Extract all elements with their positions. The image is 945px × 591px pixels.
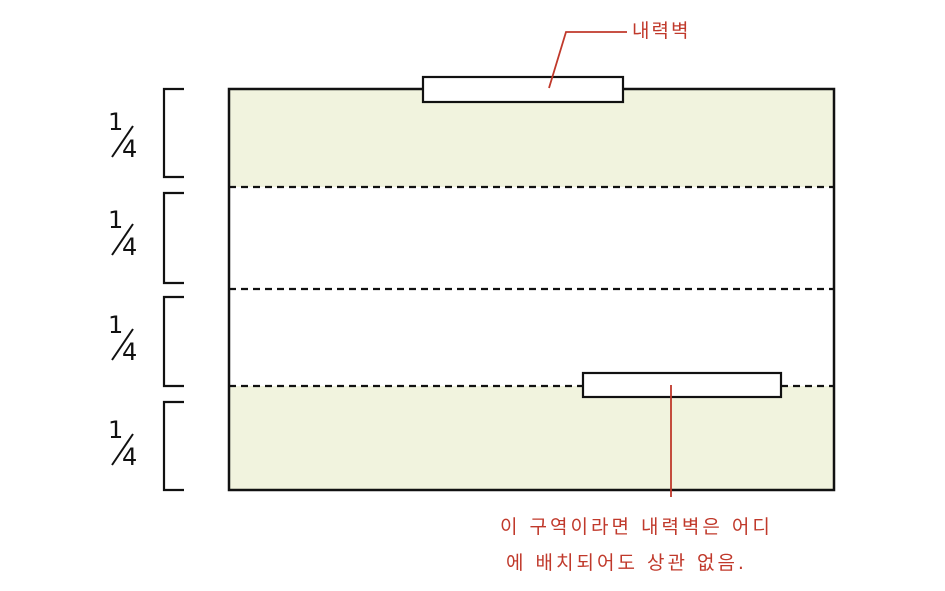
fraction-1: 1 4 <box>108 108 137 163</box>
bearing-wall-label: 내력벽 <box>632 20 691 42</box>
fraction-2-slash <box>111 223 134 256</box>
fraction-2-numerator: 1 <box>108 206 123 234</box>
fraction-2-denominator: 4 <box>122 233 137 261</box>
fraction-1-slash <box>111 125 134 158</box>
fraction-1-denominator: 4 <box>122 135 137 163</box>
bracket-3 <box>162 295 184 388</box>
bearing-wall-bottom <box>581 371 783 399</box>
fraction-4-numerator: 1 <box>108 416 123 444</box>
fraction-3-denominator: 4 <box>122 338 137 366</box>
bracket-1 <box>162 87 184 179</box>
zone-note-line-1: 이 구역이라면 내력벽은 어디 <box>500 516 773 538</box>
bracket-4 <box>162 400 184 492</box>
fraction-3-numerator: 1 <box>108 311 123 339</box>
bracket-2 <box>162 191 184 285</box>
shaded-zone-top <box>229 89 834 187</box>
fraction-3: 1 4 <box>108 311 137 366</box>
zone-note-line-2: 에 배치되어도 상관 없음. <box>506 552 747 574</box>
fraction-3-slash <box>111 328 134 361</box>
fraction-4-denominator: 4 <box>122 443 137 471</box>
fraction-1-numerator: 1 <box>108 108 123 136</box>
leader-line-top <box>548 31 627 89</box>
shaded-zone-bottom <box>229 386 834 490</box>
fraction-4: 1 4 <box>108 416 137 471</box>
bearing-wall-top <box>421 75 625 104</box>
fraction-4-slash <box>111 433 134 466</box>
fraction-2: 1 4 <box>108 206 137 261</box>
